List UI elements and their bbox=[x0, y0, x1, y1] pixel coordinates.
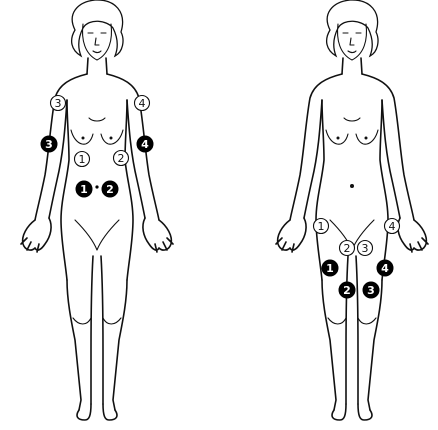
marker-2-white-thigh: 2 bbox=[340, 241, 355, 256]
marker-2-black-thigh: 2 bbox=[339, 282, 355, 298]
marker-3-black-arm: 3 bbox=[41, 136, 57, 152]
svg-text:1: 1 bbox=[326, 262, 334, 275]
marker-4-black-thigh: 4 bbox=[377, 260, 393, 276]
figure-thighs bbox=[276, 0, 428, 420]
svg-text:1: 1 bbox=[79, 153, 86, 166]
navel-dot bbox=[95, 185, 98, 188]
svg-text:4: 4 bbox=[381, 262, 389, 275]
svg-text:4: 4 bbox=[389, 220, 396, 233]
marker-1-white-abdomen: 1 bbox=[75, 152, 90, 167]
svg-text:2: 2 bbox=[106, 183, 114, 196]
marker-2-black-abdomen: 2 bbox=[102, 181, 118, 197]
svg-text:2: 2 bbox=[118, 152, 125, 165]
svg-text:3: 3 bbox=[367, 284, 375, 297]
body-outline bbox=[21, 0, 173, 420]
marker-3-white-thigh: 3 bbox=[358, 241, 373, 256]
marker-1-black-thigh: 1 bbox=[322, 260, 338, 276]
svg-text:1: 1 bbox=[318, 220, 325, 233]
navel bbox=[350, 184, 354, 188]
marker-2-white-abdomen: 2 bbox=[114, 151, 129, 166]
svg-text:4: 4 bbox=[139, 97, 146, 110]
marker-4-white-arm: 4 bbox=[135, 96, 150, 111]
svg-text:2: 2 bbox=[343, 284, 351, 297]
svg-text:2: 2 bbox=[344, 242, 351, 255]
marker-4-white-thigh: 4 bbox=[385, 219, 400, 234]
svg-text:3: 3 bbox=[45, 138, 53, 151]
svg-text:4: 4 bbox=[141, 138, 149, 151]
svg-text:3: 3 bbox=[55, 97, 62, 110]
svg-text:3: 3 bbox=[362, 242, 369, 255]
marker-3-white-arm: 3 bbox=[51, 96, 66, 111]
marker-4-black-arm: 4 bbox=[137, 136, 153, 152]
marker-3-black-thigh: 3 bbox=[363, 282, 379, 298]
svg-text:1: 1 bbox=[80, 183, 88, 196]
marker-1-black-abdomen: 1 bbox=[76, 181, 92, 197]
figure-abdomen-arms bbox=[21, 0, 173, 420]
marker-1-white-thigh: 1 bbox=[314, 219, 329, 234]
body-outline bbox=[276, 0, 428, 420]
